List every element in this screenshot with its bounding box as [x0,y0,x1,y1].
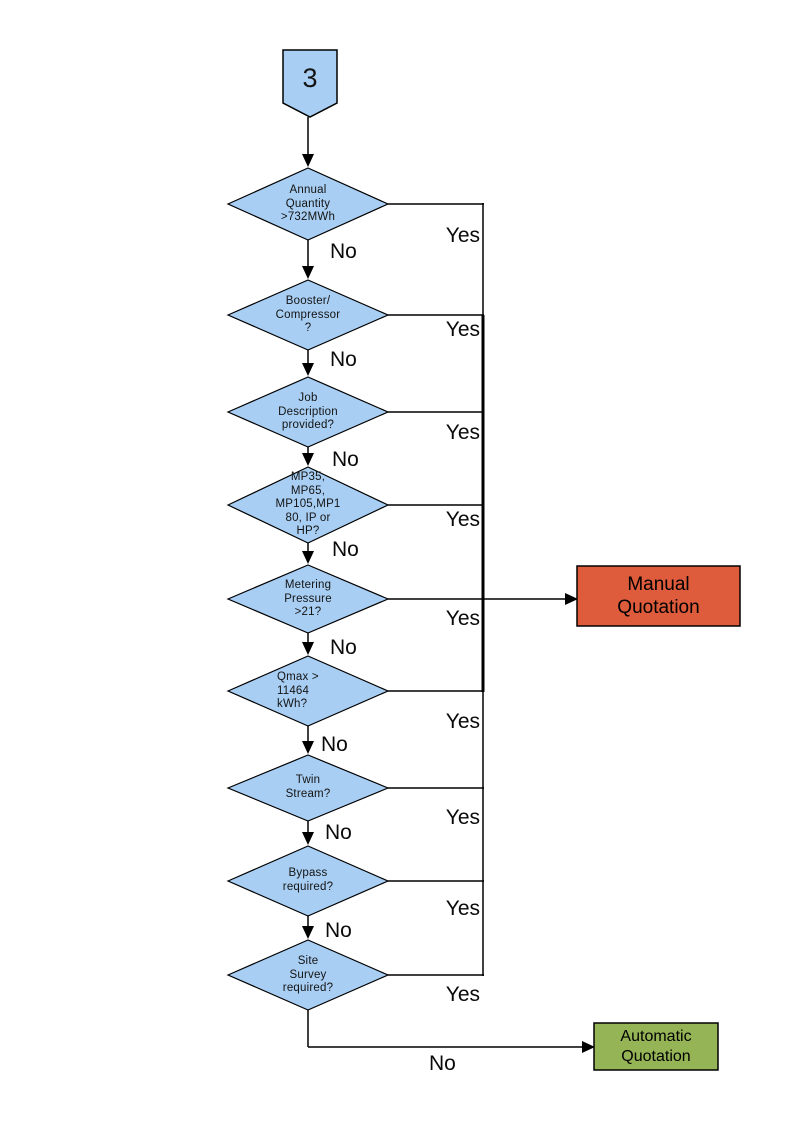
offpage-connector-shape [282,49,338,118]
diamond-job-description [226,376,390,448]
automatic-quotation-arrowhead [582,1041,595,1053]
yes-label-qmax: Yes [445,710,480,733]
diamond-mp-pressure-tier [226,466,390,544]
no-label-site-survey: No [429,1052,456,1075]
yes-label-site-survey: Yes [445,983,480,1006]
decision-label-metering-pressure: Metering Pressure >21? [284,579,332,618]
decision-label-mp-pressure-tier: MP35, MP65, MP105,MP1 80, IP or HP? [275,471,341,537]
manual-quotation-label: Manual Quotation [617,574,700,618]
decision-label-job-description: Job Description provided? [278,392,338,431]
automatic-quotation-label: Automatic Quotation [620,1027,692,1065]
yes-label-twin-stream: Yes [445,806,480,829]
yes-label-job-description: Yes [445,421,480,444]
no-label-bypass: No [325,919,352,942]
diamond-annual-quantity [226,167,390,241]
yes-label-annual-quantity: Yes [445,224,480,247]
no-label-qmax: No [321,733,348,756]
decision-label-twin-stream: Twin Stream? [285,774,331,800]
decision-diamonds [226,167,390,1011]
yes-label-bypass: Yes [445,897,480,920]
diamond-booster-compressor [226,279,390,351]
manual-quotation-arrowhead [565,593,578,605]
diamond-metering-pressure [226,564,390,634]
yes-label-booster-compressor: Yes [445,318,480,341]
down-arrowheads [302,154,314,939]
diamond-bypass [226,845,390,917]
decision-label-annual-quantity: Annual Quantity >732MWh [280,184,336,223]
no-label-twin-stream: No [325,821,352,844]
manual-quotation-box [576,565,741,627]
no-label-booster-compressor: No [330,348,357,371]
decision-label-booster-compressor: Booster/ Compressor ? [275,295,341,334]
diamond-twin-stream [226,754,390,822]
diamond-qmax [226,655,390,727]
decision-label-site-survey: Site Survey required? [282,955,334,994]
diamond-site-survey [226,939,390,1011]
no-label-job-description: No [332,448,359,471]
yes-label-mp-pressure-tier: Yes [445,508,480,531]
no-label-metering-pressure: No [330,636,357,659]
decision-label-bypass: Bypass required? [282,867,334,893]
decision-label-qmax: Qmax > 11464 kWh? [277,671,319,710]
yes-branch-lines [388,203,484,976]
yes-label-metering-pressure: Yes [445,607,480,630]
no-label-annual-quantity: No [330,240,357,263]
no-label-mp-pressure-tier: No [332,538,359,561]
offpage-connector-label: 3 [302,62,318,93]
automatic-quotation-box [593,1022,719,1071]
